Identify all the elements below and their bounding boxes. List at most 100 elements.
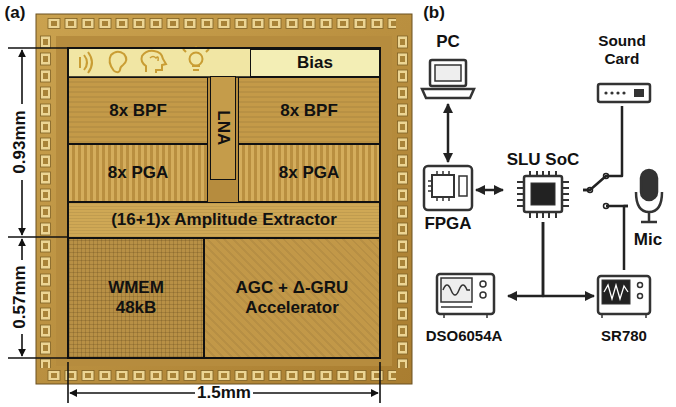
fpga-device: FPGA bbox=[420, 162, 476, 234]
sound-card-device: Sound Card bbox=[580, 32, 664, 106]
accelerator-block: AGC + Δ-GRU Accelerator bbox=[204, 238, 380, 358]
dimension-lines-part bbox=[8, 236, 68, 238]
soc-device: SLU SoC bbox=[503, 150, 583, 222]
dimension-lines-part bbox=[21, 239, 23, 260]
signal-wire bbox=[583, 190, 628, 206]
block-label: 8x PGA bbox=[279, 163, 339, 183]
oscilloscope-icon-part bbox=[443, 285, 470, 295]
amplifier-block: LNA bbox=[210, 76, 236, 180]
laptop-icon-part bbox=[435, 65, 461, 81]
chip-icon-part bbox=[524, 176, 562, 212]
block-label: AGC + Δ-GRU Accelerator bbox=[217, 278, 367, 317]
oscilloscope-icon-part bbox=[480, 281, 486, 287]
chip-icon-part bbox=[517, 171, 569, 218]
sound-card-icon-part bbox=[616, 91, 619, 94]
device-label: Mic bbox=[634, 230, 662, 250]
memory-block: WMEM 48kB bbox=[68, 238, 204, 358]
dimension-lines-part bbox=[67, 362, 69, 403]
oscilloscope-icon-part bbox=[441, 278, 472, 302]
microphone-icon-part bbox=[636, 192, 662, 212]
device-label: FPGA bbox=[424, 214, 471, 234]
panel-label: (a) bbox=[5, 3, 26, 23]
dimension-lines-part bbox=[21, 334, 23, 356]
analyzer-icon-part bbox=[604, 285, 628, 299]
dimension-lines-part bbox=[8, 47, 68, 49]
logo-strip bbox=[68, 46, 250, 77]
die-photo-part bbox=[40, 34, 51, 368]
block-label: (16+1)x Amplitude Extractor bbox=[111, 210, 337, 230]
die-photo bbox=[36, 14, 412, 384]
block-label: 8x BPF bbox=[109, 101, 167, 121]
oscilloscope-icon-part bbox=[441, 307, 487, 318]
block-label: 8x PGA bbox=[108, 163, 168, 183]
bias-block: Bias bbox=[250, 49, 380, 77]
filter-block: 8x BPF bbox=[238, 77, 380, 144]
laptop-icon-part bbox=[422, 89, 474, 98]
analyzer-icon bbox=[598, 276, 650, 318]
signal-wire bbox=[624, 206, 628, 270]
device-label: Sound Card bbox=[580, 32, 664, 67]
dimension-lines-part bbox=[21, 50, 23, 104]
sound-card-icon bbox=[598, 84, 650, 102]
microphone-icon-part bbox=[641, 212, 657, 222]
analyzer-icon-part bbox=[598, 276, 650, 314]
sound-card-icon-part bbox=[604, 91, 607, 94]
oscilloscope-icon bbox=[437, 274, 494, 318]
signal-wire bbox=[447, 104, 450, 162]
signal-wire bbox=[476, 189, 503, 192]
logo-strip-part bbox=[183, 46, 209, 70]
dimension-label: 0.57mm bbox=[10, 265, 30, 328]
die-photo-part bbox=[46, 18, 396, 29]
fpga-board-icon-part bbox=[459, 176, 467, 196]
dimension-lines-part bbox=[379, 362, 381, 403]
dimension-lines-part bbox=[70, 392, 195, 394]
signal-wire bbox=[583, 106, 622, 190]
sound-card-icon-part bbox=[598, 84, 650, 102]
block-label: 8x BPF bbox=[280, 101, 338, 121]
logo-strip-part bbox=[110, 52, 127, 73]
die-photo-part bbox=[36, 14, 412, 384]
die-photo-part bbox=[397, 34, 408, 368]
mic-device: Mic bbox=[628, 166, 668, 250]
dimension-lines-part bbox=[21, 180, 23, 235]
logo-strip-part bbox=[190, 53, 203, 66]
device-label: SR780 bbox=[601, 327, 647, 344]
analyzer-icon-part bbox=[638, 283, 643, 288]
signal-wire bbox=[543, 222, 594, 296]
block-label: Bias bbox=[297, 53, 333, 73]
fpga-board-icon bbox=[424, 166, 472, 210]
logo-strip-part bbox=[150, 57, 158, 62]
gain-block: 8x PGA bbox=[68, 144, 208, 202]
block-outline bbox=[68, 48, 380, 358]
oscilloscope-icon-part bbox=[480, 292, 486, 298]
fpga-board-icon-part bbox=[424, 166, 472, 210]
fpga-board-icon-part bbox=[428, 171, 449, 201]
sound-card-icon-part bbox=[622, 91, 625, 94]
device-label: DSO6054A bbox=[426, 327, 503, 344]
dimension-lines-part bbox=[253, 392, 378, 394]
panel-label: (b) bbox=[423, 3, 445, 23]
dimension-label: 1.5mm bbox=[197, 383, 251, 403]
dimension-lines-part bbox=[8, 357, 68, 359]
laptop-icon-part bbox=[430, 60, 466, 86]
dimension-label: 0.93mm bbox=[10, 110, 30, 173]
pc-device: PC bbox=[418, 32, 478, 104]
block-outline-part bbox=[68, 48, 380, 358]
signal-wire bbox=[508, 222, 543, 296]
block-label: LNA bbox=[213, 111, 233, 146]
device-label: SLU SoC bbox=[507, 150, 580, 170]
device-label: PC bbox=[436, 32, 460, 52]
analyzer-icon-part bbox=[602, 280, 630, 304]
oscilloscope-icon-part bbox=[437, 274, 494, 314]
sound-card-icon-part bbox=[634, 89, 644, 97]
chip-icon bbox=[517, 171, 569, 218]
die-photo-part bbox=[56, 36, 392, 366]
sound-card-icon-part bbox=[610, 91, 613, 94]
gain-block: 8x PGA bbox=[238, 144, 380, 202]
fpga-board-icon-part bbox=[432, 175, 454, 197]
block-label: WMEM 48kB bbox=[101, 278, 171, 317]
chip-icon-part bbox=[531, 183, 555, 205]
microphone-icon bbox=[636, 170, 662, 222]
logo-strip-part bbox=[80, 52, 92, 73]
